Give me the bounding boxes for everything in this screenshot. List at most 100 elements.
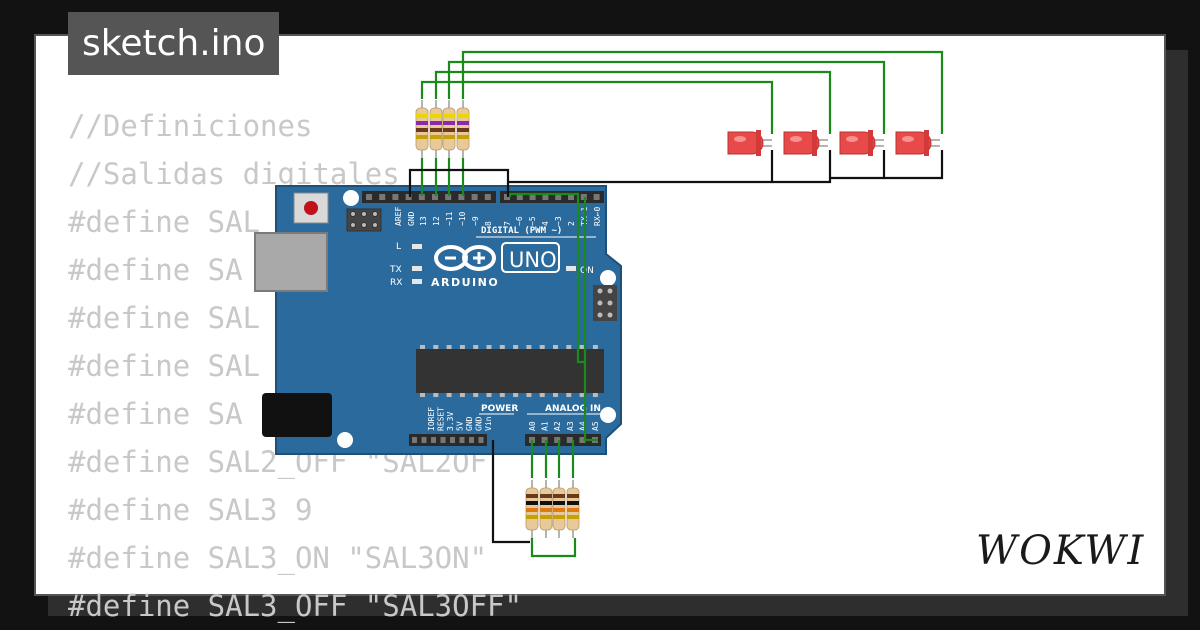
digital-pin-label: 8 bbox=[484, 221, 493, 226]
digital-label: DIGITAL (PWM ~) bbox=[481, 226, 562, 236]
digital-pin-label: ~9 bbox=[471, 216, 480, 226]
resistor[interactable] bbox=[552, 480, 566, 538]
wire-led-gnd-3[interactable] bbox=[884, 150, 944, 180]
mount-hole bbox=[600, 407, 616, 423]
header-pin[interactable] bbox=[471, 194, 478, 200]
header-pin[interactable] bbox=[541, 437, 548, 443]
header-pin[interactable] bbox=[555, 194, 562, 200]
header-pin[interactable] bbox=[568, 194, 574, 200]
header-pin[interactable] bbox=[450, 437, 455, 443]
analog-pin-label: A1 bbox=[541, 421, 550, 431]
wire-led4[interactable] bbox=[461, 50, 944, 134]
resistor[interactable] bbox=[429, 100, 443, 158]
header-pin[interactable] bbox=[440, 437, 446, 443]
led-label-l: L bbox=[396, 242, 401, 252]
header-pin[interactable] bbox=[478, 437, 484, 443]
mount-hole bbox=[343, 190, 359, 206]
icsp-header bbox=[346, 208, 382, 232]
code-line: #define SAL3 9 bbox=[68, 493, 313, 527]
led[interactable] bbox=[727, 130, 772, 156]
resistor[interactable] bbox=[456, 100, 470, 158]
code-line: #define SAL3_OFF "SAL3OFF" bbox=[68, 589, 522, 623]
wire-gnd-loop[interactable] bbox=[408, 168, 510, 197]
header-pin[interactable] bbox=[405, 194, 412, 200]
code-line: //Definiciones bbox=[68, 109, 313, 143]
digital-pin-label: 13 bbox=[419, 216, 428, 226]
signal-wires[interactable] bbox=[420, 50, 944, 558]
header-pin[interactable] bbox=[554, 437, 561, 443]
top-resistors[interactable] bbox=[415, 100, 470, 158]
header-pin[interactable] bbox=[445, 194, 452, 200]
power-pin-label: 3.3V bbox=[446, 412, 455, 431]
wire-led3[interactable] bbox=[447, 60, 886, 134]
power-pin-label: GND bbox=[475, 416, 484, 431]
header-pin[interactable] bbox=[593, 194, 600, 200]
code-line: #define SAL bbox=[68, 301, 261, 335]
digital-header-right[interactable] bbox=[500, 191, 604, 203]
header-pin[interactable] bbox=[566, 437, 573, 443]
header-pin[interactable] bbox=[392, 194, 399, 200]
header-pin[interactable] bbox=[529, 194, 536, 200]
header-pin[interactable] bbox=[458, 194, 465, 200]
resistor[interactable] bbox=[415, 100, 429, 158]
header-pin[interactable] bbox=[418, 194, 425, 200]
header-pin[interactable] bbox=[579, 437, 586, 443]
code-preview: //Definiciones//Salidas digitales#define… bbox=[68, 102, 522, 630]
usb-connector bbox=[254, 232, 328, 292]
digital-pin-label: ~3 bbox=[554, 216, 563, 226]
header-pin[interactable] bbox=[412, 437, 417, 443]
wire-led2[interactable] bbox=[434, 70, 832, 134]
resistor[interactable] bbox=[539, 480, 553, 538]
header-pin[interactable] bbox=[379, 194, 386, 200]
led[interactable] bbox=[783, 130, 828, 156]
icsp-header-right bbox=[593, 285, 617, 321]
code-line: #define SA bbox=[68, 397, 243, 431]
header-pin[interactable] bbox=[421, 437, 427, 443]
wire-gnd-bottom[interactable] bbox=[491, 440, 530, 544]
ground-wires[interactable] bbox=[408, 150, 944, 544]
digital-pin-label: 12 bbox=[432, 216, 441, 226]
code-line: #define SAL bbox=[68, 205, 261, 239]
header-pin[interactable] bbox=[469, 437, 474, 443]
header-pin[interactable] bbox=[516, 194, 523, 200]
power-header[interactable] bbox=[409, 434, 487, 446]
resistor[interactable] bbox=[566, 480, 580, 538]
board-brand: ARDUINO bbox=[431, 276, 499, 289]
header-pin[interactable] bbox=[459, 437, 465, 443]
digital-pin-label: 7 bbox=[503, 221, 512, 226]
reset-button-cap[interactable] bbox=[304, 201, 318, 215]
header-pin[interactable] bbox=[432, 194, 438, 200]
power-pin-label: 5V bbox=[456, 421, 465, 431]
resistor[interactable] bbox=[525, 480, 539, 538]
header-pin[interactable] bbox=[484, 194, 491, 200]
header-pin[interactable] bbox=[431, 437, 436, 443]
led[interactable] bbox=[839, 130, 884, 156]
file-name-tab[interactable]: sketch.ino bbox=[68, 12, 280, 75]
arduino-logo: UNO ARDUINO bbox=[431, 242, 560, 289]
led[interactable] bbox=[895, 130, 940, 156]
header-pin[interactable] bbox=[542, 194, 549, 200]
wire-resistor-bottom[interactable] bbox=[530, 538, 577, 558]
wire-pin2-a5[interactable] bbox=[583, 197, 598, 442]
onboard-leds: L TX RX ON bbox=[389, 242, 594, 288]
wire-led1[interactable] bbox=[420, 80, 774, 134]
wire-digital-bus[interactable] bbox=[508, 192, 580, 197]
analog-pin-label: A4 bbox=[578, 421, 587, 431]
digital-pin-label: ~10 bbox=[458, 211, 467, 226]
digital-pin-label: ~11 bbox=[445, 211, 454, 226]
power-jack bbox=[262, 393, 332, 437]
wire-pin3[interactable] bbox=[576, 197, 585, 364]
led-label-tx: TX bbox=[389, 265, 402, 275]
wokwi-logo[interactable]: WOKWI bbox=[976, 528, 1150, 574]
resistor[interactable] bbox=[442, 100, 456, 158]
power-label: POWER bbox=[481, 404, 518, 414]
red-leds[interactable] bbox=[727, 130, 940, 156]
digital-pin-label: RX←0 bbox=[593, 207, 602, 226]
code-line: #define SAL bbox=[68, 349, 261, 383]
power-pin-label: RESET bbox=[437, 407, 446, 431]
header-pin[interactable] bbox=[366, 194, 372, 200]
wire-led-gnd-1[interactable] bbox=[770, 150, 832, 184]
bottom-resistors[interactable] bbox=[525, 480, 580, 538]
header-pin[interactable] bbox=[580, 194, 587, 200]
